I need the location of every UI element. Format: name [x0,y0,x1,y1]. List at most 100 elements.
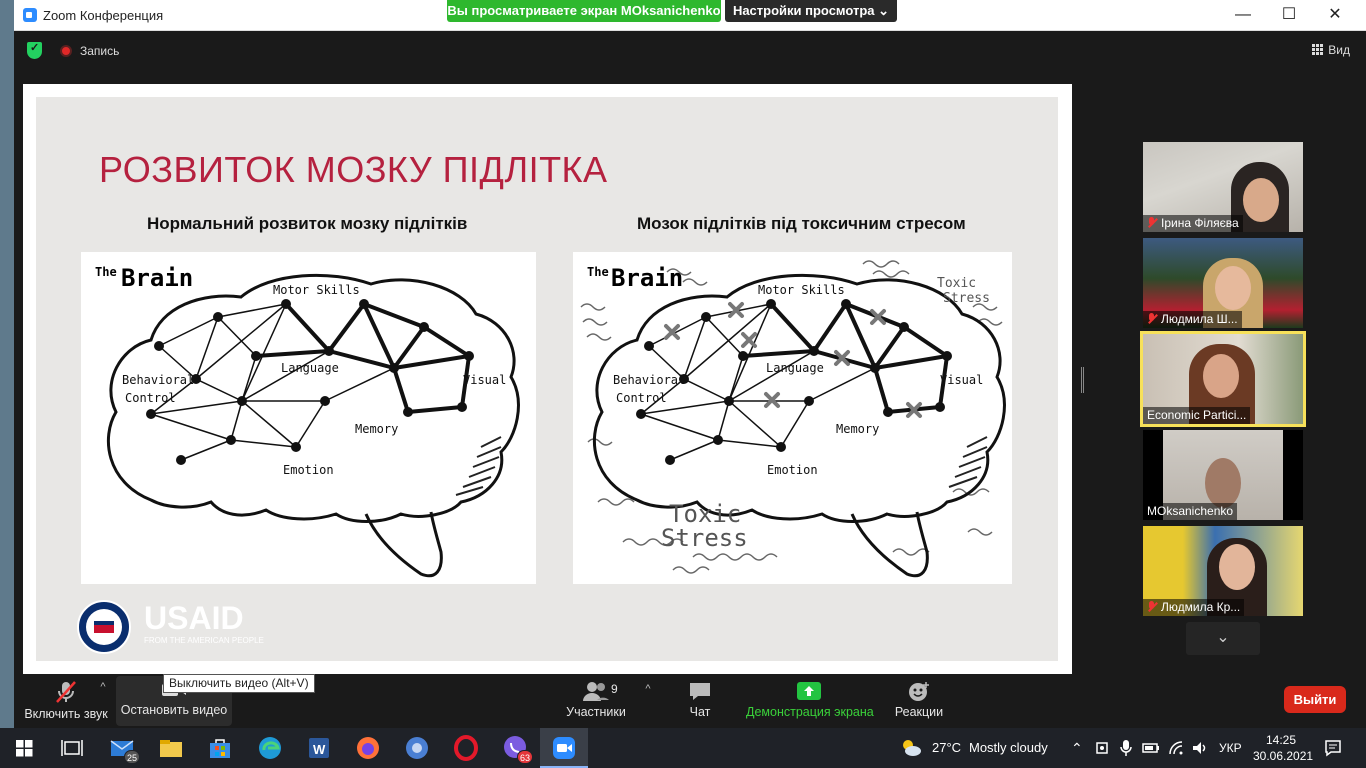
close-button[interactable]: ✕ [1328,6,1342,23]
panel-splitter[interactable] [1081,367,1084,393]
participant-name: MOksanichenko [1147,504,1234,518]
region-behavioral-2-2: Control [616,391,667,405]
presentation-slide: РОЗВИТОК МОЗКУ ПІДЛІТКА Нормальний розви… [36,97,1058,661]
reactions-button[interactable]: Реакции [893,680,945,719]
toxic-stress-brain-diagram: The Brain Motor Skills Language Behavior… [573,252,1012,584]
recording-label[interactable]: Запись [80,44,120,58]
participants-options-caret[interactable]: ^ [645,683,651,695]
show-hidden-icons-chevron-icon[interactable]: ⌃ [1071,740,1083,756]
security-shield-icon[interactable] [27,41,42,59]
region-emotion-2: Emotion [767,463,818,477]
scroll-participants-down-button[interactable]: ⌄ [1186,622,1260,655]
region-behavioral-1-2: Behavioral [613,373,685,387]
chat-button[interactable]: Чат [679,680,721,719]
file-explorer-icon[interactable] [157,734,185,762]
reactions-smiley-icon [909,682,929,701]
participant-video-face [1215,266,1251,310]
maximize-button[interactable]: ☐ [1281,6,1297,23]
edge-browser-icon[interactable] [256,734,284,762]
participant-tile[interactable]: Ірина Філяєва [1143,142,1303,232]
firefox-icon[interactable] [354,734,382,762]
windows-start-icon[interactable] [10,734,38,762]
input-language[interactable]: УКР [1219,741,1242,755]
region-emotion: Emotion [283,463,334,477]
weather-temperature[interactable]: 27°C [932,740,962,755]
participant-name-tag: Ірина Філяєва [1143,215,1243,232]
region-motor-skills-2: Motor Skills [758,283,845,297]
zoom-taskbar-button[interactable] [540,728,588,768]
audio-options-caret[interactable]: ^ [100,681,106,693]
viber-badge: 63 [517,750,533,764]
participant-tile[interactable]: Людмила Кр... [1143,526,1303,616]
viber-icon[interactable]: 63 [501,734,533,764]
unmute-label: Включить звук [24,707,108,721]
chat-label: Чат [689,705,711,719]
region-visual-2: Visual [940,373,983,387]
record-icon [60,45,72,57]
region-behavioral-1: Behavioral [122,373,194,387]
brain-title-label: Brain [121,264,193,292]
view-button[interactable]: Вид [1312,43,1350,57]
opera-icon[interactable] [452,734,480,762]
region-visual: Visual [463,373,506,387]
unmute-button[interactable]: Включить звук [20,680,112,721]
participant-name-tag: MOksanichenko [1143,503,1238,520]
weather-cloud-icon[interactable] [900,738,922,758]
battery-icon[interactable] [1142,741,1160,755]
muted-mic-icon [1147,601,1157,612]
leave-meeting-button[interactable]: Выйти [1284,686,1346,713]
meet-now-icon[interactable] [1096,740,1110,756]
participant-name-tag: Людмила Ш... [1143,311,1242,328]
muted-mic-icon [1147,313,1157,324]
usaid-tagline: FROM THE AMERICAN PEOPLE [144,636,264,645]
toxic-big-2: Stress [661,524,748,552]
view-settings-button[interactable]: Настройки просмотра ⌄ [725,0,897,22]
window-title: Zoom Конференция [43,8,164,23]
left-heading: Нормальний розвиток мозку підлітків [147,214,468,233]
toxic-small-2: Stress [943,291,990,306]
task-view-icon[interactable] [58,734,86,762]
participants-label: Участники [566,705,626,719]
weather-description[interactable]: Mostly cloudy [969,740,1048,755]
mail-icon[interactable]: 25 [108,734,140,764]
participants-count: 9 [611,682,618,696]
stop-video-tooltip: Выключить видео (Alt+V) [163,674,315,693]
grid-view-icon [1312,44,1324,55]
toxic-brain-svg: The Brain Motor Skills Language Behavior… [580,260,1006,578]
zoom-app-icon [23,8,37,22]
view-label: Вид [1328,43,1350,57]
microsoft-store-icon[interactable] [206,734,234,762]
svg-text:W: W [313,742,326,757]
usaid-wordmark: USAID [144,600,244,636]
participant-video-face [1205,458,1241,508]
normal-brain-diagram: The Brain Motor Skills Language Behavior… [81,252,536,584]
participant-tile[interactable]: Людмила Ш... [1143,238,1303,328]
microphone-tray-icon[interactable] [1120,739,1132,757]
wifi-icon[interactable] [1168,740,1184,756]
region-language: Language [281,361,339,375]
minimize-button[interactable]: — [1235,6,1251,23]
right-heading: Мозок підлітків під токсичним стресом [637,214,966,233]
clock[interactable]: 14:25 30.06.2021 [1253,732,1314,764]
volume-icon[interactable] [1191,740,1209,756]
participants-icon [583,682,609,701]
participant-name: Людмила Ш... [1161,312,1238,326]
viewing-screen-banner: Вы просматриваете экран MOksanichenko [447,0,721,22]
region-behavioral-2: Control [125,391,176,405]
word-icon[interactable]: W [305,734,333,762]
share-screen-button[interactable]: Демонстрация экрана [746,680,874,719]
chrome-icon[interactable] [403,734,431,762]
participant-tile-active-speaker[interactable]: Economic Partici... [1140,331,1306,427]
participant-name: Ірина Філяєва [1161,216,1239,230]
muted-mic-icon [1147,217,1157,228]
participant-name: Economic Partici... [1147,408,1247,422]
notifications-icon[interactable] [1324,739,1342,757]
usaid-logo-svg: USAID FROM THE AMERICAN PEOPLE [77,600,264,654]
region-memory: Memory [355,422,398,436]
participants-button[interactable]: 9 Участники [560,680,632,719]
region-memory-2: Memory [836,422,879,436]
clock-date: 30.06.2021 [1253,749,1314,763]
participant-tile[interactable]: MOksanichenko [1143,430,1303,520]
zoom-video-icon [553,737,575,759]
